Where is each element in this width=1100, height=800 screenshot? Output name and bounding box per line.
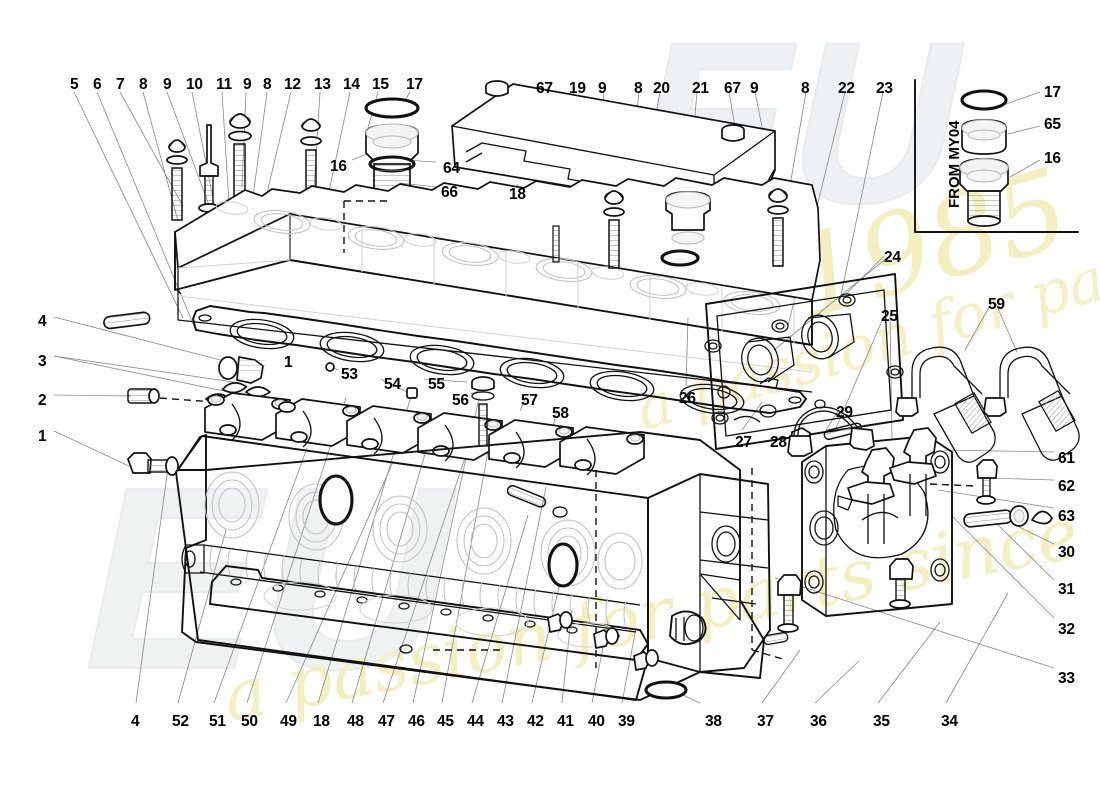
callout-label-28: 28 [770,434,787,451]
callout-label-13: 13 [314,76,331,93]
callout-label-67: 67 [536,80,553,97]
callout-label-9: 9 [750,80,759,97]
callout-label-8: 8 [139,76,148,93]
callout-label-23: 23 [876,80,893,97]
callout-label-34: 34 [941,713,958,730]
callout-label-14: 14 [343,76,360,93]
callout-label-6: 6 [93,76,102,93]
callout-label-51: 51 [209,713,226,730]
callout-label-41: 41 [557,713,574,730]
callout-label-54: 54 [384,376,401,393]
callout-label-26: 26 [679,390,696,407]
callout-label-30: 30 [1058,544,1075,561]
callout-label-15: 15 [372,76,389,93]
callout-label-9: 9 [598,80,607,97]
callout-label-25: 25 [881,308,898,325]
callout-label-31: 31 [1058,581,1075,598]
callout-label-18: 18 [313,713,330,730]
callout-label-8: 8 [801,80,810,97]
callout-label-50: 50 [241,713,258,730]
callout-label-61: 61 [1058,450,1075,467]
callout-label-35: 35 [873,713,890,730]
callout-label-36: 36 [810,713,827,730]
callout-label-12: 12 [284,76,301,93]
callout-label-21: 21 [692,80,709,97]
callout-label-17: 17 [406,76,423,93]
callout-label-67: 67 [724,80,741,97]
callout-label-19: 19 [569,80,586,97]
callout-label-44: 44 [467,713,484,730]
callout-label-5: 5 [70,76,79,93]
callout-label-1: 1 [38,428,47,445]
callout-label-24: 24 [884,249,901,266]
callout-label-37: 37 [757,713,774,730]
callout-label-1: 1 [284,354,293,371]
callout-label-64: 64 [443,160,460,177]
callout-label-48: 48 [347,713,364,730]
callout-label-22: 22 [838,80,855,97]
callout-label-47: 47 [378,713,395,730]
callout-label-56: 56 [452,392,469,409]
callout-label-57: 57 [521,392,538,409]
callout-label-8: 8 [263,76,272,93]
callout-label-49: 49 [280,713,297,730]
callout-label-55: 55 [428,376,445,393]
callout-label-7: 7 [116,76,125,93]
callout-label-42: 42 [527,713,544,730]
callout-label-4: 4 [131,713,140,730]
callout-label-63: 63 [1058,508,1075,525]
callout-label-2: 2 [38,392,47,409]
callout-label-33: 33 [1058,670,1075,687]
callout-label-16: 16 [330,158,347,175]
callout-label-52: 52 [172,713,189,730]
callout-label-62: 62 [1058,478,1075,495]
callout-label-32: 32 [1058,621,1075,638]
callout-label-10: 10 [186,76,203,93]
callout-label-39: 39 [618,713,635,730]
callout-label-53: 53 [341,366,358,383]
callout-label-59: 59 [988,296,1005,313]
callout-label-9: 9 [163,76,172,93]
callout-label-20: 20 [653,80,670,97]
inset-label-17: 17 [1044,84,1061,101]
callout-label-9: 9 [243,76,252,93]
callout-label-4: 4 [38,313,47,330]
callout-label-58: 58 [552,405,569,422]
callout-label-40: 40 [588,713,605,730]
callout-label-46: 46 [408,713,425,730]
callout-label-18: 18 [509,186,526,203]
callout-label-11: 11 [216,76,232,93]
inset-caption-from-my04: FROM MY04 [946,120,963,208]
callout-label-38: 38 [705,713,722,730]
callout-label-29: 29 [836,404,853,421]
callout-label-66: 66 [441,184,458,201]
callout-label-8: 8 [634,80,643,97]
callout-label-27: 27 [735,434,752,451]
inset-label-65: 65 [1044,116,1061,133]
callout-label-3: 3 [38,353,47,370]
callout-label-43: 43 [497,713,514,730]
callout-label-45: 45 [437,713,454,730]
inset-label-16: 16 [1044,150,1061,167]
